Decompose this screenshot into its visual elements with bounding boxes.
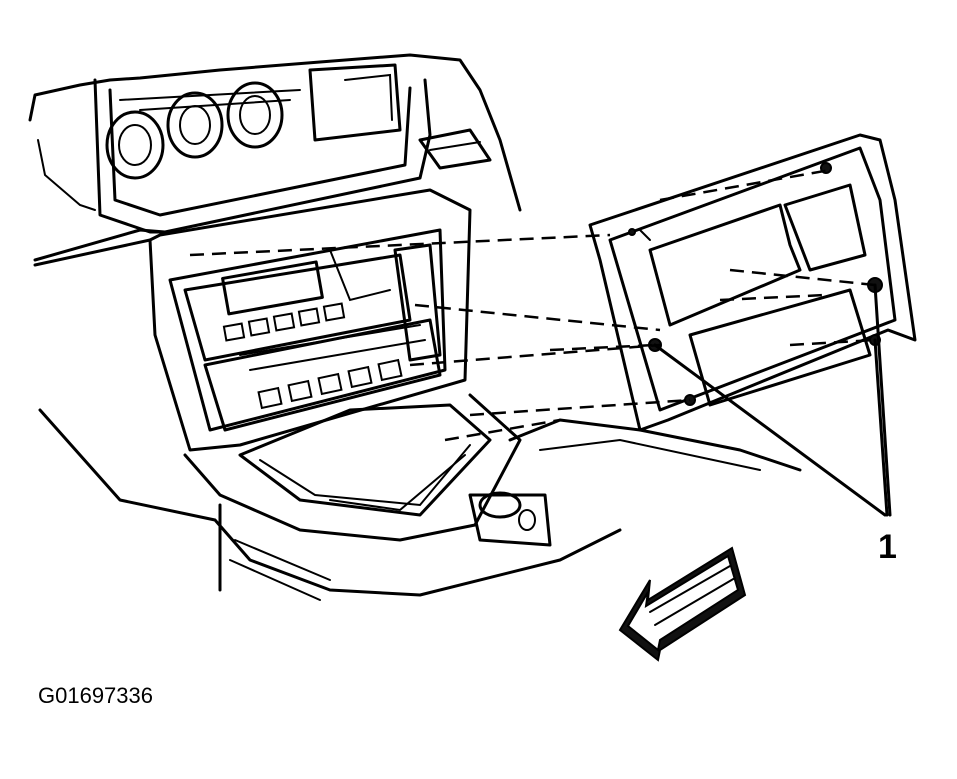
radio-control-stack <box>148 188 472 452</box>
climate-buttons-lower <box>257 358 403 410</box>
forward-arrow-icon <box>618 546 747 662</box>
radio-buttons-upper <box>222 302 346 342</box>
trim-plate-bezel <box>588 133 917 432</box>
lower-console <box>38 393 802 601</box>
climate-knobs <box>105 81 284 180</box>
alignment-lines <box>189 168 876 442</box>
callout-leaders <box>653 283 892 517</box>
callout-number: 1 <box>878 528 897 566</box>
upper-dash-panel <box>28 53 522 267</box>
figure-id: G01697336 <box>38 683 153 708</box>
